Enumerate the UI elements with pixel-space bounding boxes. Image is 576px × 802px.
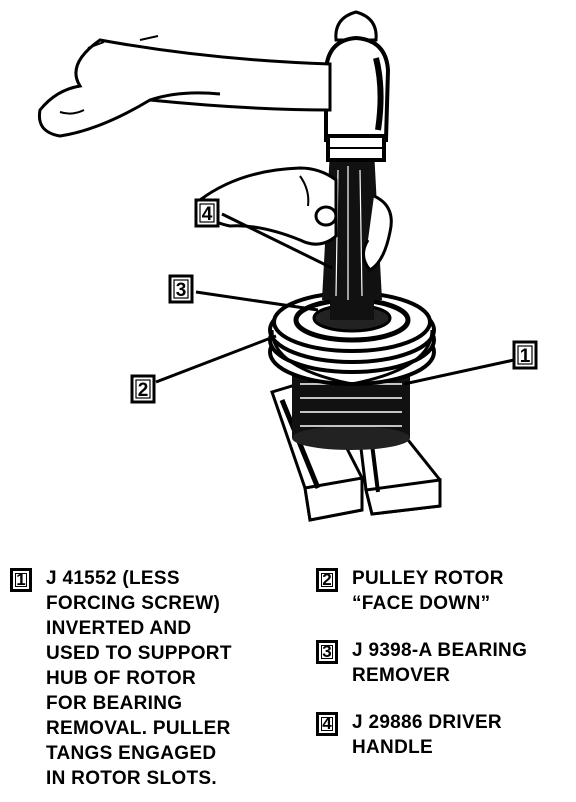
legend-item-1: 1 J 41552 (LESS FORCING SCREW) INVERTED … — [10, 566, 300, 791]
technician-gripping-hand — [198, 166, 393, 272]
legend-text-1: J 41552 (LESS FORCING SCREW) INVERTED AN… — [46, 568, 232, 789]
legend-text-3: J 9398-A BEARING REMOVER — [352, 640, 528, 686]
legend-number-1: 1 — [10, 568, 32, 592]
legend-item-2: 2 PULLEY ROTOR “FACE DOWN” — [316, 566, 576, 616]
driver-handle-j29886 — [322, 10, 391, 320]
legend-item-3: 3 J 9398-A BEARING REMOVER — [316, 638, 576, 688]
callout-3-label: 3 — [176, 280, 187, 301]
callout-3: 3 — [168, 274, 194, 304]
leader-lines — [155, 212, 515, 386]
legend-number-2: 2 — [316, 568, 338, 592]
legend-text-4: J 29886 DRIVER HANDLE — [352, 712, 502, 758]
bearing-removal-illustration: 4 3 2 1 — [37, 10, 538, 522]
callout-1: 1 — [512, 340, 538, 370]
callout-1-label: 1 — [520, 346, 531, 367]
callout-4-label: 4 — [202, 204, 213, 225]
technician-hand — [37, 35, 332, 138]
callout-2-label: 2 — [138, 380, 149, 401]
callout-4: 4 — [194, 198, 220, 228]
legend-number-3: 3 — [316, 640, 338, 664]
legend-number-4: 4 — [316, 712, 338, 736]
callout-2: 2 — [130, 374, 156, 404]
legend-item-4: 4 J 29886 DRIVER HANDLE — [316, 710, 576, 760]
parts-legend: 1 J 41552 (LESS FORCING SCREW) INVERTED … — [0, 548, 576, 798]
legend-text-2: PULLEY ROTOR “FACE DOWN” — [352, 568, 504, 614]
